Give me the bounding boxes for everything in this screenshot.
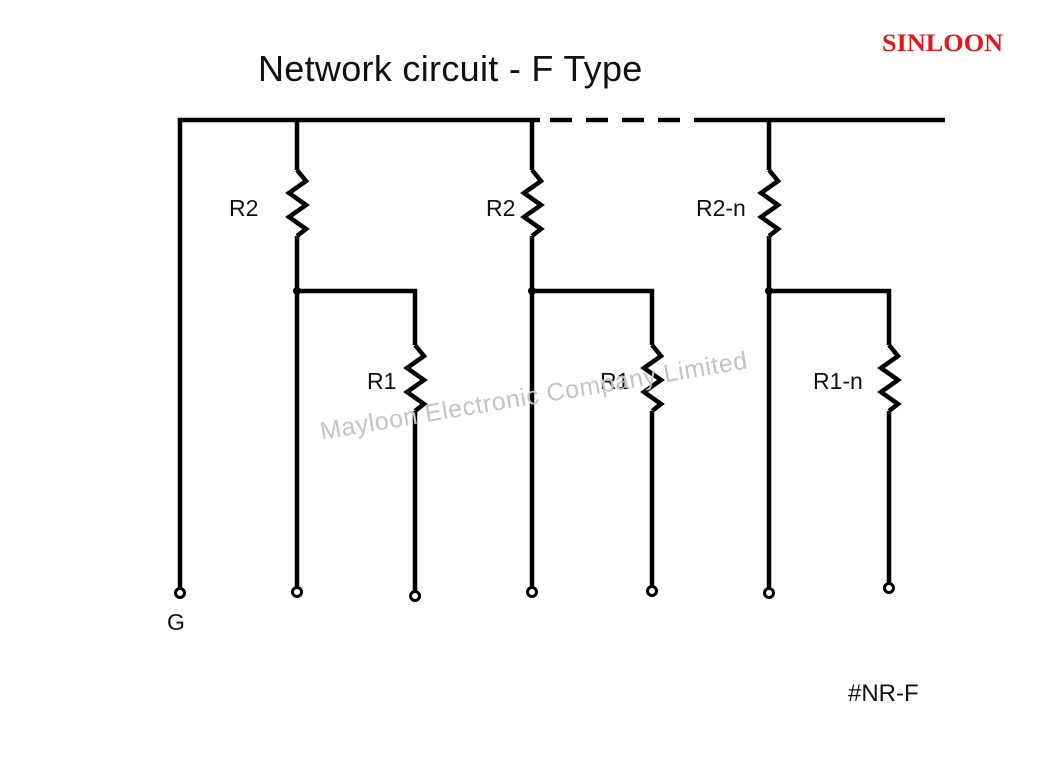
stage-n-r1-label: R1-n	[813, 368, 863, 394]
stage-1-branch	[297, 288, 418, 345]
stage-n: R2-n R1-n	[696, 120, 902, 599]
stage-n-r2-label: R2-n	[696, 195, 746, 221]
stage-2: R2 R1	[486, 120, 665, 598]
stage-2-branch	[532, 288, 655, 345]
stage-n-r1-terminal	[883, 582, 895, 594]
ground-label: G	[167, 609, 185, 635]
ground-terminal	[174, 587, 186, 599]
stage-1-r1-label: R1	[367, 368, 396, 394]
stage-1-r2-label: R2	[229, 195, 258, 221]
page-title: Network circuit - F Type	[258, 48, 643, 89]
stage-n-r2-terminal	[763, 587, 775, 599]
brand-logo: SINLOON	[882, 30, 1004, 57]
stage-1-r1-terminal	[409, 590, 421, 602]
stage-2-r1-label: R1	[600, 368, 629, 394]
stage-2-r2-label: R2	[486, 195, 515, 221]
stage-n-branch	[769, 288, 892, 345]
stage-2-r2-resistor	[520, 168, 545, 238]
stage-2-r2-terminal	[526, 586, 538, 598]
stage-n-r2-resistor	[757, 168, 782, 238]
diagram-code: #NR-F	[848, 680, 919, 707]
stage-1-r2-resistor	[285, 168, 310, 238]
stage-n-r1-resistor	[877, 343, 902, 413]
stage-1-r2-terminal	[291, 586, 303, 598]
stage-1: R2 R1	[229, 120, 428, 602]
stage-2-r1-terminal	[646, 585, 658, 597]
stage-1-r1-resistor	[403, 343, 428, 413]
stage-2-r1-resistor	[640, 343, 665, 413]
